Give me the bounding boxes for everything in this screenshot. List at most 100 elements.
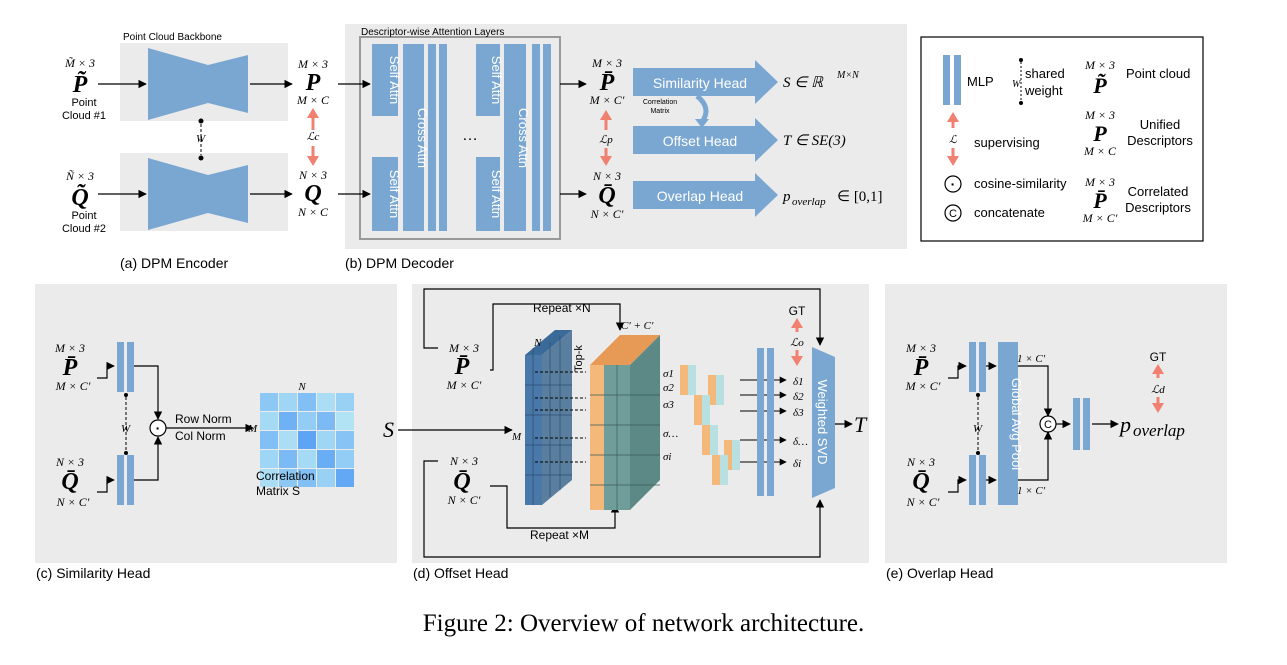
decoder-ellipsis: … <box>462 127 478 144</box>
correlation-matrix-label-2: Matrix <box>650 108 670 115</box>
offset-panel-label: (d) Offset Head <box>413 565 508 581</box>
delta-3: δ3 <box>793 407 804 419</box>
sim-in-p-dim-bot: M × C′ <box>55 379 91 393</box>
matrix-cell <box>317 431 335 449</box>
output-p-base: p <box>782 189 791 205</box>
ovl-mlp-p-bar-1 <box>969 342 976 392</box>
ovl-mlp-p-bar-2 <box>979 342 986 392</box>
sim-shared-dot-top <box>124 393 128 397</box>
cube-orange-top <box>590 335 660 365</box>
legend-pc-dim: M × 3 <box>1084 58 1115 72</box>
backbone-encoder-shape-bottom <box>148 158 208 230</box>
matrix-cell <box>336 450 354 468</box>
correlation-matrix-label-1: Correlation <box>643 99 677 106</box>
ovl-w: W <box>973 423 983 435</box>
off-in-q-dim-bot: N × C′ <box>447 493 481 507</box>
matrix-cell <box>260 412 278 430</box>
c-sum-label: C′ + C′ <box>621 320 654 332</box>
sim-arrow-p-to-dot <box>134 365 163 420</box>
matrix-cell <box>336 412 354 430</box>
top-k-label: Top-k <box>573 345 585 372</box>
legend-unified-dim-bot: M × C <box>1083 144 1117 158</box>
sigma-blocks <box>680 365 740 485</box>
legend-cosine: cosine-similarity <box>974 176 1067 191</box>
sim-in-q-dim-top: N × 3 <box>55 455 84 469</box>
legend-w: W <box>1012 79 1022 90</box>
offset-bottom-loop <box>423 460 825 558</box>
ovl-in-p-dim-top: M × 3 <box>905 341 936 355</box>
cube-n-label: N <box>533 337 542 349</box>
shared-weight-dot-bottom <box>198 155 204 161</box>
matrix-cell <box>336 469 354 487</box>
overlap-gt: GT <box>1150 350 1167 364</box>
loss-p-arrowhead-up <box>600 110 612 120</box>
similarity-head-label: Similarity Head <box>653 75 747 91</box>
encoder-panel-label: (a) DPM Encoder <box>120 255 228 271</box>
mlp-bar-1b <box>439 44 447 231</box>
enc-out-p-dim-bot: M × C <box>296 93 330 107</box>
cube-orange-grid <box>590 365 660 510</box>
legend-unified-label2: Descriptors <box>1127 133 1193 148</box>
repeat-n-label: Repeat ×N <box>533 301 591 315</box>
encoder-panel: Point Cloud Backbone W M̃ × 3 P̃ Point C… <box>62 32 330 271</box>
repeat-m-label: Repeat ×M <box>530 528 589 542</box>
sim-shared-dot-bottom <box>124 451 128 455</box>
self-attn-1a-label: Self Attn <box>387 56 402 104</box>
cube-teal-side <box>630 335 660 510</box>
legend-supervise-arrowhead-up <box>947 112 959 122</box>
offset-head-label: Offset Head <box>663 133 737 149</box>
sigma-i: σi <box>663 451 671 463</box>
self-attn-block-2b <box>476 157 500 231</box>
input-q-symbol: Q̃ <box>71 185 88 211</box>
similarity-panel-label: (c) Similarity Head <box>36 565 150 581</box>
legend-frame <box>920 36 1204 242</box>
ovl-in-q-sym: Q̄ <box>912 469 929 495</box>
ovl-mlp-q-bar-2 <box>979 455 986 505</box>
sim-arrow-in-p <box>97 361 115 379</box>
self-attn-1b-label: Self Attn <box>387 170 402 218</box>
legend-loss-sym: ℒ <box>949 134 958 146</box>
cube-m-label: M <box>511 431 522 443</box>
loss-o-arrowhead-up <box>791 318 803 328</box>
matrix-cell <box>298 393 316 411</box>
dec-out-q-dim-bot: N × C′ <box>590 207 624 221</box>
ovl-mlp-out-bar-1 <box>1073 398 1080 450</box>
sigma-dots: σ… <box>663 428 678 440</box>
attention-frame <box>359 36 561 240</box>
offset-mlp-bar-2 <box>767 348 774 496</box>
matrix-cell <box>317 393 335 411</box>
loss-d: ℒd <box>1151 384 1165 396</box>
output-p-range: ∈ [0,1] <box>837 189 883 205</box>
legend-concatenate: concatenate <box>974 205 1045 220</box>
sim-mlp-q-bar-2 <box>127 455 134 505</box>
ovl-output-sub: overlap <box>1133 421 1185 440</box>
legend-shared-dot-top <box>1019 58 1023 62</box>
ovl-in-q-dim-top: N × 3 <box>906 455 935 469</box>
sim-matrix-n: N <box>297 381 306 393</box>
output-p-sub: overlap <box>792 196 826 208</box>
matrix-cell <box>317 469 335 487</box>
global-avg-pool-block <box>998 342 1018 505</box>
overlap-panel-label: (e) Overlap Head <box>886 565 993 581</box>
input-p-symbol: P̃ <box>72 72 88 98</box>
matrix-cell <box>317 412 335 430</box>
matrix-cell <box>279 469 297 487</box>
overlap-head-label: Overlap Head <box>657 188 743 204</box>
legend-concat-icon <box>944 204 962 222</box>
legend-concat-c: C <box>949 208 957 220</box>
loss-d-arrowhead-down <box>1152 403 1164 413</box>
ovl-dim-top: 1 × C′ <box>1017 353 1046 365</box>
legend-supervise-arrowhead-down <box>947 156 959 166</box>
legend-mlp: MLP <box>967 74 994 89</box>
legend-weight: weight <box>1024 83 1063 98</box>
matrix-cell <box>260 450 278 468</box>
matrix-cell <box>260 393 278 411</box>
loss-p: ℒp <box>599 134 613 146</box>
similarity-head-arrow <box>633 60 778 104</box>
legend-shared: shared <box>1025 66 1065 81</box>
input-p-name2: Cloud #1 <box>62 110 106 122</box>
loss-d-arrowhead-up <box>1152 364 1164 374</box>
sim-in-p-dim-top: M × 3 <box>54 341 85 355</box>
cube-blue-front <box>525 355 542 505</box>
ovl-arrow-in-p <box>948 361 967 379</box>
